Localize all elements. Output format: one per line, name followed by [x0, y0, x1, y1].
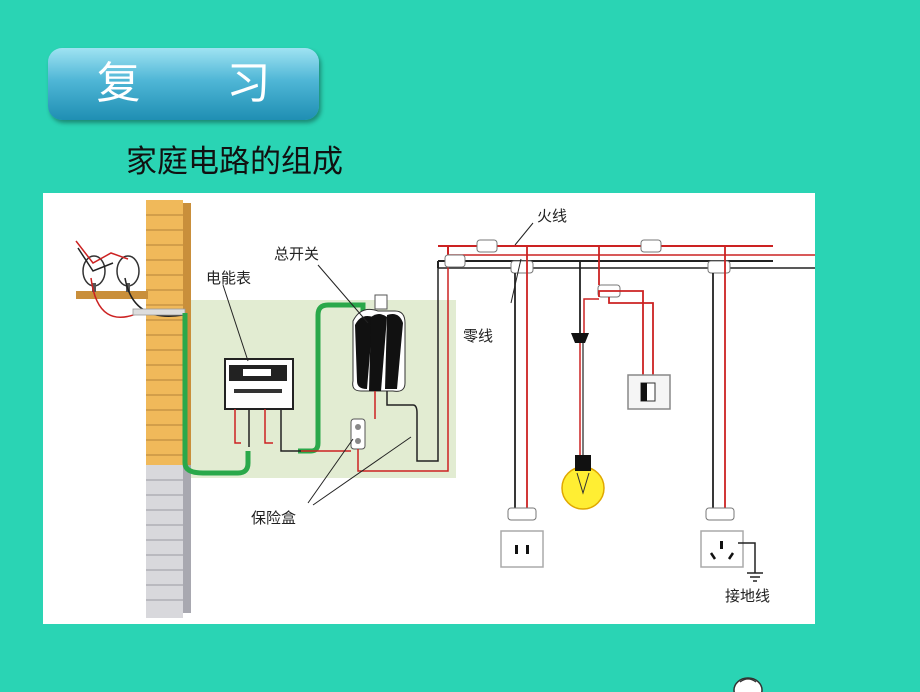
slide-subtitle: 家庭电路的组成	[126, 144, 343, 180]
label-meter: 电能表	[206, 269, 251, 287]
label-ground-wire: 接地线	[725, 587, 770, 605]
three-pin-outlet	[700, 507, 744, 568]
fuse-box	[350, 418, 366, 450]
title-banner: 复 习	[48, 48, 319, 120]
electric-meter	[224, 358, 301, 452]
mascot-icon	[733, 677, 763, 692]
lamp-holder	[571, 333, 589, 343]
ground-symbol	[747, 572, 763, 582]
wall-switch	[627, 374, 671, 410]
label-fuse-box: 保险盒	[251, 509, 296, 527]
circuit-diagram: 火线 零线 总开关 电能表 保险盒 接地线	[75, 200, 815, 618]
main-switch	[352, 294, 406, 392]
label-main-switch: 总开关	[274, 245, 319, 263]
two-pin-outlet	[500, 507, 544, 568]
light-bulb	[561, 455, 605, 510]
slide-title: 复 习	[96, 58, 307, 109]
label-neutral-wire: 零线	[463, 327, 493, 345]
label-live-wire: 火线	[537, 207, 567, 225]
ground-lead	[738, 542, 756, 573]
service-insulators	[75, 240, 186, 319]
service-cable	[182, 313, 251, 476]
circuit-diagram-panel: 火线 零线 总开关 电能表 保险盒 接地线	[43, 193, 815, 624]
